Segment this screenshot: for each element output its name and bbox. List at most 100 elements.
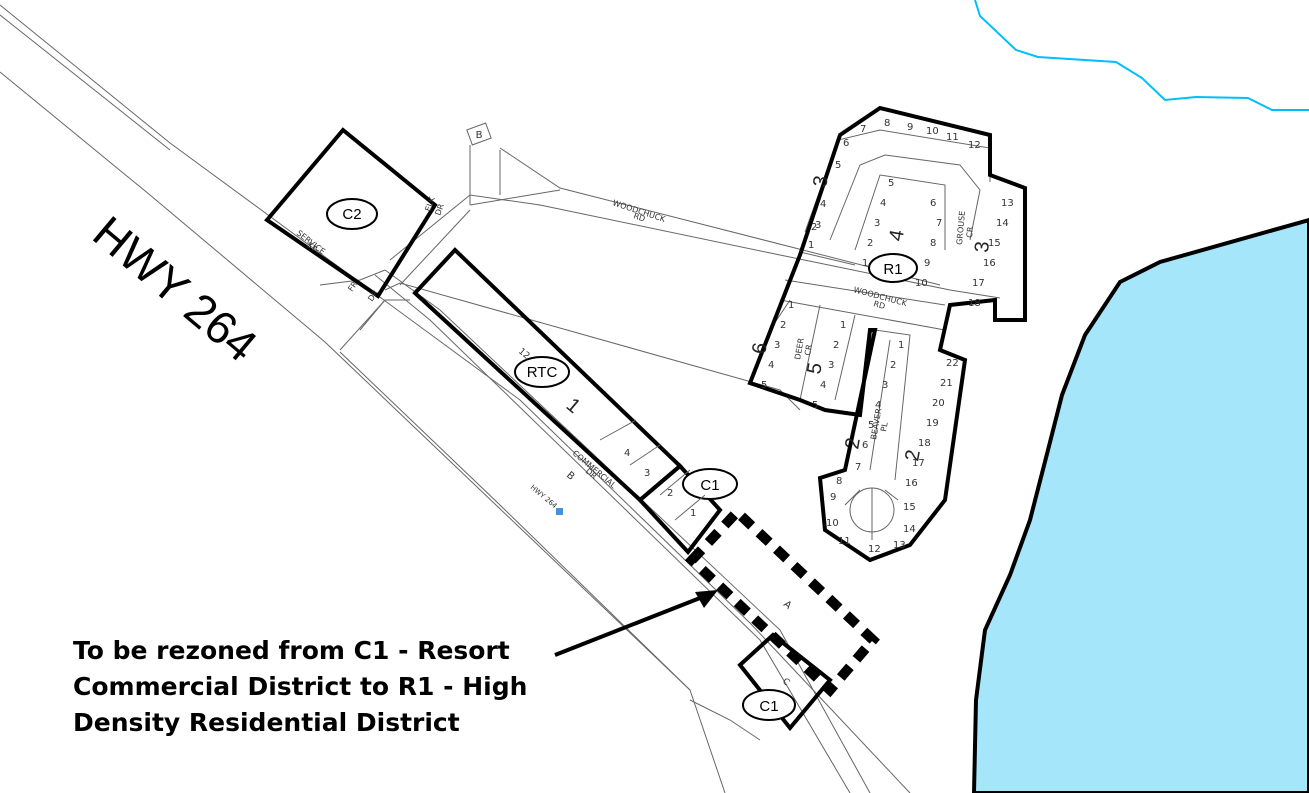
lot-ring-top: 11 [946,132,959,143]
lot-beaver-right: 15 [903,502,916,513]
lot-ring-top: 8 [884,118,890,129]
lot-beaver-left: 10 [826,518,839,529]
lot-right-column: 14 [996,218,1009,229]
lot-beaver-left: 7 [855,462,861,473]
lot-deer-left: 1 [788,300,794,311]
parcel-c-label: C [780,677,791,689]
parcel-a-label: A [781,599,793,612]
street-deer-suffix: CR [803,343,814,356]
lot-beaver-left: 6 [862,440,868,451]
lot-right-column: 16 [983,258,996,269]
lot-deer-left: 4 [768,360,774,371]
lot-deer-right: 5 [812,400,818,411]
lot-beaver-right: 22 [946,358,959,369]
lot-right-column: 15 [988,238,1001,249]
lot-commercial: 4 [624,448,630,459]
lot-deer-left: 2 [780,320,786,331]
lot-right-column: 17 [972,278,985,289]
street-grouse: GROUSE [955,210,967,245]
highway-label: HWY 264 [84,206,268,372]
street-beaver-suffix: PL [879,421,890,432]
r1-zone-outline [747,105,1027,563]
lot-beaver-left: 11 [838,536,851,547]
rezoning-area [684,504,880,698]
lake [971,217,1309,793]
subdivision-lots [769,129,991,540]
lot-deer-right: 3 [828,360,834,371]
rezoning-note-line-2: Commercial District to R1 - High [73,672,528,701]
lot-left-column: 4 [820,199,826,210]
lot-inner-right: 10 [915,278,928,289]
lot-deer-right: 2 [833,340,839,351]
lot-inner-left: 1 [862,258,868,269]
c2-zone-outline [264,127,438,299]
lot-deer-left: 3 [774,340,780,351]
street-elk-suffix: DR [433,202,446,217]
c1-zone-outline [637,463,723,556]
lot-inner-left: 3 [874,218,880,229]
lot-commercial: 3 [644,468,650,479]
lot-right-column: 13 [1001,198,1014,209]
block-4: 4 [885,228,909,243]
lot-left-column: 1 [808,240,814,251]
zone-label-c1-upper: C1 [700,477,719,494]
highway-marker [556,508,563,515]
lot-beaver-left: 1 [898,340,904,351]
lot-deer-right: 1 [840,320,846,331]
parcel-b-box [466,122,492,146]
lot-beaver-right: 14 [903,524,916,535]
lot-numbers: 6 7 8 9 10 11 12 5 4 3 2 1 5 4 3 2 1 6 7… [624,118,1014,555]
block-1: 1 [562,394,585,418]
lot-inner-right: 6 [930,198,936,209]
lot-beaver-right: 17 [912,458,925,469]
lot-inner-right: 7 [936,218,942,229]
street-woodchuck-mid-suffix: RD [872,299,886,311]
lot-beaver-left: 5 [868,420,874,431]
lot-beaver-left: 3 [882,380,888,391]
rezoning-arrow [554,590,718,657]
lot-beaver-left: 2 [890,360,896,371]
highway-small-label: HWY 264 [529,483,559,510]
lot-left-column: 3 [815,220,821,231]
commercial-lot-lines [599,419,706,521]
zone-label-c1-lower: C1 [759,698,778,715]
lot-ring-top: 6 [843,138,849,149]
lot-beaver-right: 16 [905,478,918,489]
block-5: 5 [803,361,827,376]
lot-inner-right: 9 [924,258,930,269]
lot-commercial: 2 [667,488,673,499]
zone-boundaries [264,105,1027,732]
lot-beaver-right: 13 [893,540,906,551]
zone-label-rtc: RTC [527,364,558,381]
lot-inner-left: 5 [888,178,894,189]
lot-beaver-left: 9 [830,492,836,503]
rezoning-note-line-3: Density Residential District [73,708,460,737]
parcel-b-box-label: B [476,130,483,141]
stream [974,0,1309,111]
zone-label-r1: R1 [883,261,902,278]
lot-commercial: 1 [690,508,696,519]
lot-ring-top: 9 [907,122,913,133]
lot-left-column: 2 [811,222,817,233]
lot-right-column: 18 [968,298,981,309]
parcel-lines [0,4,1001,793]
lot-left-column: 5 [835,160,841,171]
lot-deer-left: 5 [761,380,767,391]
rezoning-note-line-1: To be rezoned from C1 - Resort [73,636,510,665]
street-deer: DEER [793,337,806,360]
lot-inner-right: 8 [930,238,936,249]
lot-ring-top: 10 [926,126,939,137]
block-2-left: 2 [841,436,865,451]
lot-deer-right: 4 [820,380,826,391]
parcel-b-label: B [564,470,576,483]
lot-beaver-left: 8 [836,476,842,487]
zone-labels: C2 RTC C1 C1 R1 [326,198,918,721]
lot-beaver-right: 21 [940,378,953,389]
lot-beaver-right: 18 [918,438,931,449]
lot-inner-left: 2 [867,238,873,249]
zone-label-c2: C2 [342,206,361,223]
lot-beaver-right: 20 [932,398,945,409]
lot-ring-top: 12 [968,140,981,151]
lot-beaver-left: 4 [875,400,881,411]
